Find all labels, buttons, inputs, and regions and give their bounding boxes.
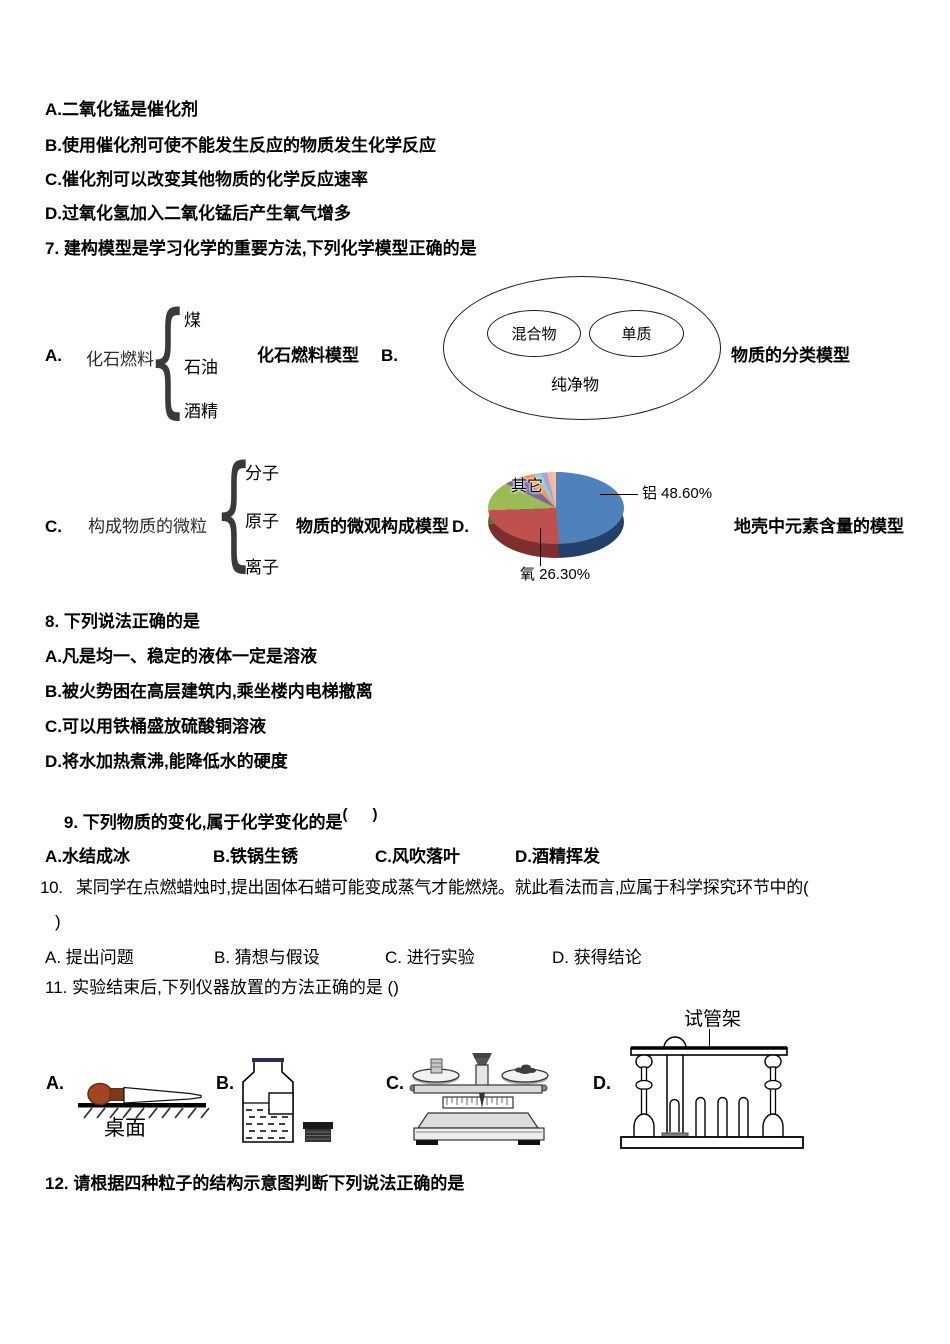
q7-b-caption: 物质的分类模型 — [731, 346, 850, 365]
dropper-glass-tube — [123, 1086, 202, 1104]
sample-on-pan — [515, 1064, 536, 1074]
venn-element-label: 单质 — [621, 326, 652, 343]
desk-hatching — [83, 1107, 210, 1119]
q12-stem: 12. 请根据四种粒子的结构示意图判断下列说法正确的是 — [45, 1174, 465, 1193]
desk-surface-line — [78, 1103, 206, 1108]
balance-pointer — [479, 1093, 485, 1108]
inner-peg — [669, 1098, 680, 1132]
fig-b-label: B. — [216, 1073, 234, 1093]
q8-option-d: D.将水加热煮沸,能降低水的硬度 — [45, 752, 288, 771]
dropper-neck — [109, 1088, 125, 1101]
q7-c-brace: { — [214, 440, 254, 584]
q10-stem-line2: ) — [55, 912, 61, 931]
q9-answer-parens: ( ) — [342, 806, 378, 824]
balance-top-knob — [474, 1053, 490, 1058]
scale-ticks — [446, 1097, 508, 1105]
balance-base-upper — [416, 1112, 540, 1129]
q9-option-d: D.酒精挥发 — [515, 847, 600, 866]
balance-beam — [413, 1084, 543, 1094]
q7-a-subject: 化石燃料 — [86, 350, 154, 369]
balance-foot-right — [518, 1140, 540, 1145]
balance-illustration — [409, 1053, 549, 1145]
small-peg-1 — [695, 1096, 706, 1137]
q8-option-b: B.被火势困在高层建筑内,乘坐楼内电梯撤离 — [45, 682, 373, 701]
weight-cylinder — [430, 1058, 443, 1074]
q6-option-a: A.二氧化锰是催化剂 — [45, 100, 198, 119]
balance-base-lower — [413, 1127, 545, 1141]
desk-label: 桌面 — [104, 1117, 146, 1140]
pie-chart — [488, 472, 624, 558]
q7-c-item-ion: 离子 — [245, 558, 279, 577]
q6-option-d: D.过氧化氢加入二氧化锰后产生氧气增多 — [45, 204, 351, 223]
q7-c-label: C. — [45, 517, 62, 536]
pie-leader-line-al — [600, 494, 638, 495]
q10-option-d: D. 获得结论 — [552, 948, 642, 967]
q7-c-subject: 构成物质的微粒 — [88, 517, 207, 536]
q7-c-item-atom: 原子 — [245, 512, 279, 531]
q7-a-item-alcohol: 酒精 — [184, 402, 218, 421]
cap-texture — [306, 1131, 330, 1140]
q7-c-caption: 物质的微观构成模型 — [296, 517, 449, 536]
venn-outer-ellipse — [443, 276, 721, 420]
q9-stem: 9. 下列物质的变化,属于化学变化的是( ) — [45, 791, 378, 855]
q8-option-c: C.可以用铁桶盛放硫酸铜溶液 — [45, 717, 266, 736]
q8-stem: 8. 下列说法正确的是 — [45, 612, 200, 631]
bottle-inner-square — [268, 1092, 294, 1115]
inverted-test-tube — [666, 1055, 684, 1133]
rack-base — [620, 1136, 804, 1149]
q7-d-caption: 地壳中元素含量的模型 — [734, 517, 904, 536]
pie-other-label: 其它 — [511, 478, 544, 495]
dropper-bulb — [87, 1082, 113, 1106]
q7-c-item-molecule: 分子 — [245, 464, 279, 483]
rack-label-line — [709, 1029, 710, 1046]
bottle-mouth — [252, 1058, 284, 1062]
q7-a-label: A. — [45, 346, 62, 365]
venn-element-ellipse: 单质 — [589, 310, 684, 357]
test-tube-rack-illustration — [620, 1036, 804, 1149]
q9-option-b: B.铁锅生锈 — [213, 847, 298, 866]
q7-a-brace: { — [148, 287, 188, 431]
q6-option-b: B.使用催化剂可使不能发生反应的物质发生化学反应 — [45, 136, 436, 155]
rack-post-left — [633, 1054, 655, 1138]
pie-leader-line-o — [540, 528, 541, 566]
q10-stem-line1: 10. 某同学在点燃蜡烛时,提出固体石蜡可能变成蒸气才能燃烧。就此看法而言,应属… — [40, 878, 809, 897]
rack-post-right — [762, 1054, 784, 1138]
small-peg-3 — [738, 1096, 749, 1137]
q7-a-item-petroleum: 石油 — [184, 358, 218, 377]
venn-mixture-ellipse: 混合物 — [487, 310, 581, 357]
pie-chart-slices — [488, 472, 624, 544]
venn-mixture-label: 混合物 — [511, 326, 557, 343]
q10-option-c: C. 进行实验 — [385, 948, 475, 967]
rack-label: 试管架 — [684, 1009, 742, 1030]
graduated-scale — [442, 1096, 514, 1109]
venn-pure-label: 纯净物 — [551, 377, 600, 394]
q7-d-label: D. — [452, 517, 469, 536]
q11-stem: 11. 实验结束后,下列仪器放置的方法正确的是 () — [45, 978, 399, 997]
small-peg-2 — [717, 1096, 728, 1137]
q9-option-c: C.风吹落叶 — [375, 847, 460, 866]
pie-o-label: 氧 26.30% — [520, 566, 591, 583]
bottle-illustration — [242, 1058, 333, 1143]
fig-c-label: C. — [386, 1073, 404, 1093]
dropper-illustration — [78, 1082, 210, 1119]
balance-pillar — [475, 1064, 489, 1088]
q7-a-item-coal: 煤 — [184, 311, 201, 330]
q10-option-b: B. 猜想与假设 — [214, 948, 320, 967]
q7-b-label: B. — [381, 346, 398, 365]
bottle-body — [242, 1062, 294, 1143]
q9-option-a: A.水结成冰 — [45, 847, 130, 866]
pie-al-label: 铝 48.60% — [642, 485, 713, 502]
q8-option-a: A.凡是均一、稳定的液体一定是溶液 — [45, 647, 317, 666]
fig-d-label: D. — [593, 1073, 611, 1093]
q7-stem: 7. 建构模型是学习化学的重要方法,下列化学模型正确的是 — [45, 239, 477, 258]
balance-foot-left — [416, 1140, 438, 1145]
q7-a-caption: 化石燃料模型 — [257, 346, 359, 365]
q6-option-c: C.催化剂可以改变其他物质的化学反应速率 — [45, 170, 368, 189]
fig-a-label: A. — [46, 1073, 64, 1093]
bottle-cap-rim — [303, 1122, 333, 1129]
q10-option-a: A. 提出问题 — [45, 948, 134, 967]
inverted-tube-bottom — [663, 1036, 687, 1049]
q9-stem-text: 9. 下列物质的变化,属于化学变化的是 — [63, 813, 343, 833]
